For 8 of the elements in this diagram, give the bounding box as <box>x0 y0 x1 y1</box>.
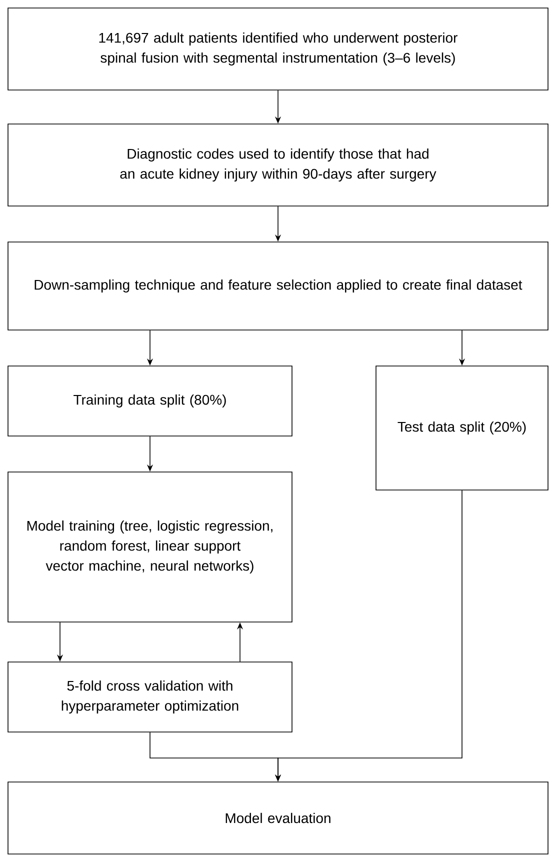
process-box: Model training (tree, logistic regression, random forest, linear support vector machine, neural networks) <box>8 472 292 622</box>
process-box: Down-sampling technique and feature selection applied to create final dataset <box>8 242 548 330</box>
process-box: Diagnostic codes used to identify those that had an acute kidney injury within 90-days after surgery <box>8 124 548 206</box>
process-box: Test data split (20%) <box>376 366 548 490</box>
process-box: Model evaluation <box>8 782 548 854</box>
process-box: Training data split (80%) <box>8 366 292 436</box>
process-box: 141,697 adult patients identified who underwent posterior spinal fusion with segmental instrumentation (3–6 levels) <box>8 8 548 90</box>
process-box: 5-fold cross validation with hyperparameter optimization <box>8 662 292 732</box>
